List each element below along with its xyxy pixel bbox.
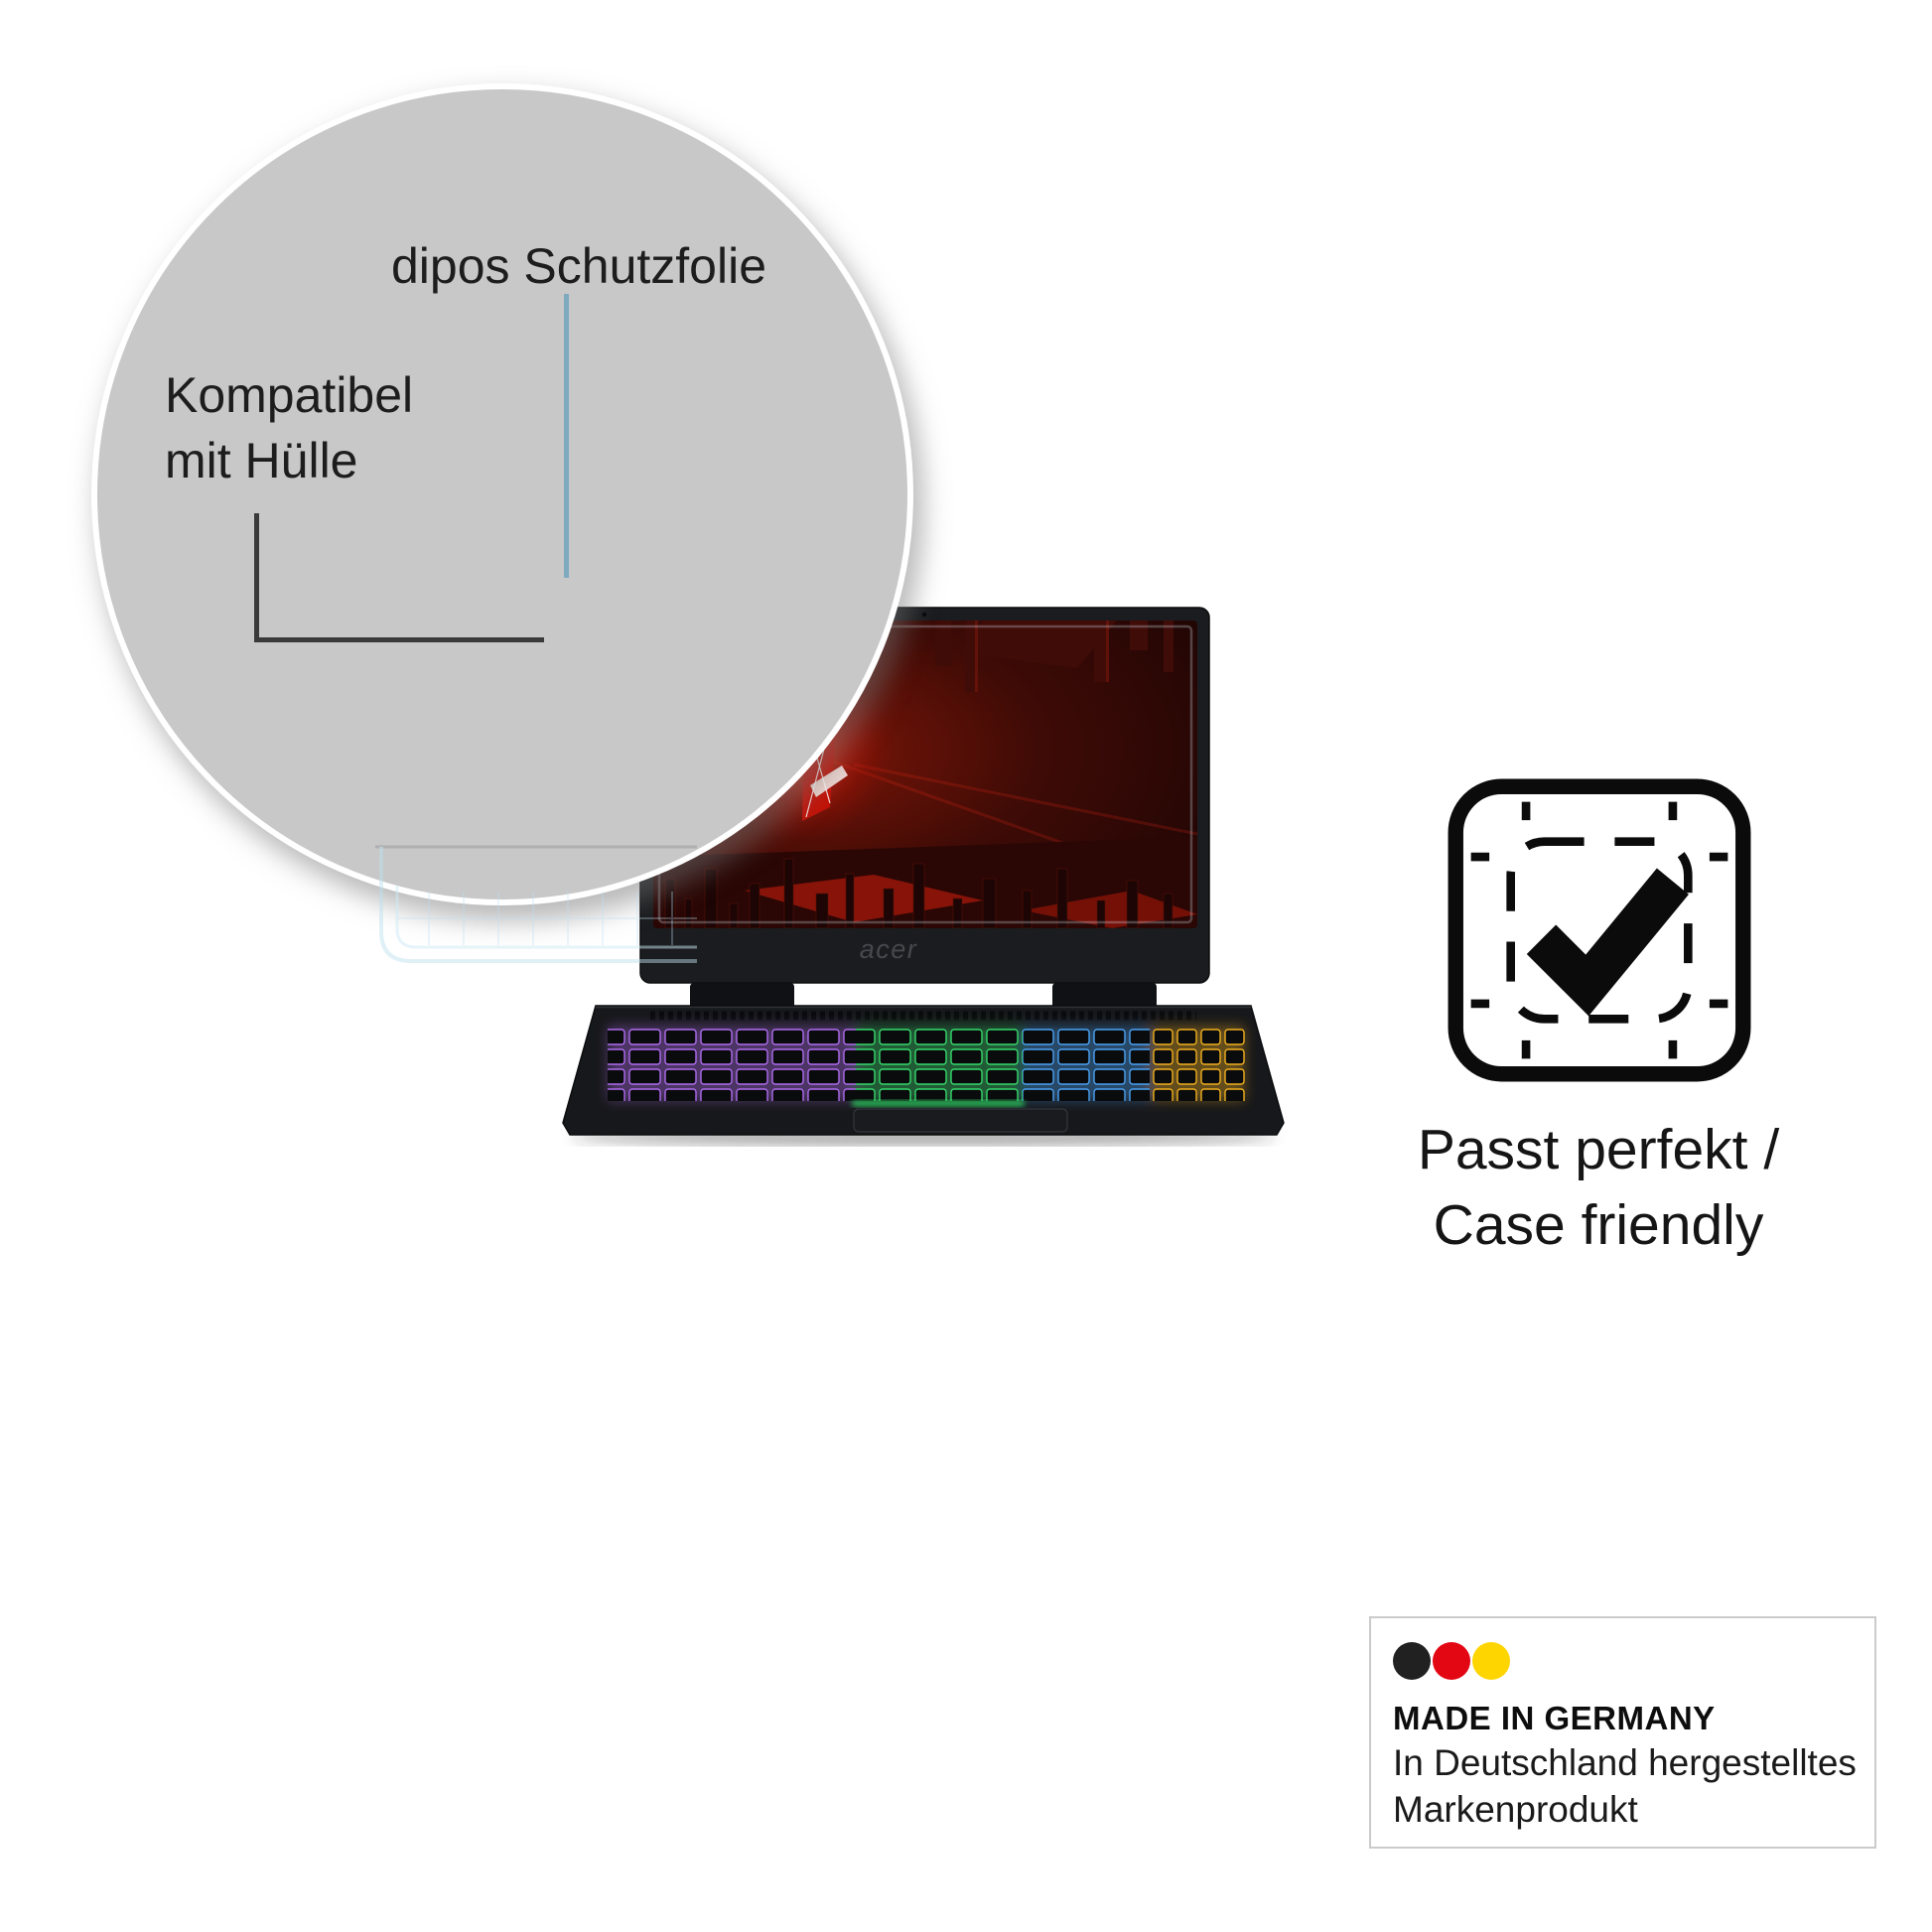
hinge-left: [690, 983, 794, 1010]
flag-dot-black: [1393, 1642, 1431, 1680]
light-strip: [852, 1101, 1025, 1106]
film-grid-lines: [397, 892, 697, 945]
film-outer-frame: [379, 847, 697, 963]
pointer-bracket-vertical: [254, 513, 259, 642]
fit-badge-line1: Passt perfekt /: [1417, 1118, 1780, 1181]
rgb-keyboard: [608, 1026, 1245, 1101]
pointer-bracket-horizontal: [254, 637, 544, 642]
origin-badge-title: MADE IN GERMANY: [1393, 1700, 1716, 1736]
case-compat-label-line1: Kompatibel: [165, 367, 414, 423]
touchpad: [853, 1108, 1068, 1133]
fit-badge-line2: Case friendly: [1433, 1193, 1764, 1257]
origin-subtitle-line2: Markenprodukt: [1393, 1789, 1638, 1830]
product-label: dipos Schutzfolie: [391, 238, 767, 294]
webcam-dot-icon: [921, 612, 927, 618]
fit-badge-text: Passt perfekt / Case friendly: [1320, 1112, 1876, 1263]
callout-circle: [91, 83, 913, 905]
pointer-line-blue: [564, 294, 569, 578]
acer-logo: acer: [860, 934, 918, 964]
check-crop-mark-icon: [1446, 777, 1753, 1083]
protector-film-ghost: [367, 834, 705, 983]
flag-dot-gold: [1472, 1642, 1510, 1680]
flag-dot-red: [1433, 1642, 1470, 1680]
origin-badge-subtitle: In Deutschland hergestelltes Markenprodu…: [1393, 1739, 1857, 1833]
origin-subtitle-line1: In Deutschland hergestelltes: [1393, 1742, 1857, 1783]
case-compat-label-line2: mit Hülle: [165, 433, 358, 488]
made-in-germany-badge: MADE IN GERMANY In Deutschland hergestel…: [1369, 1616, 1876, 1849]
film-inner-frame: [395, 886, 697, 949]
hinge-right: [1052, 983, 1157, 1010]
german-flag-dots-icon: [1393, 1642, 1512, 1680]
